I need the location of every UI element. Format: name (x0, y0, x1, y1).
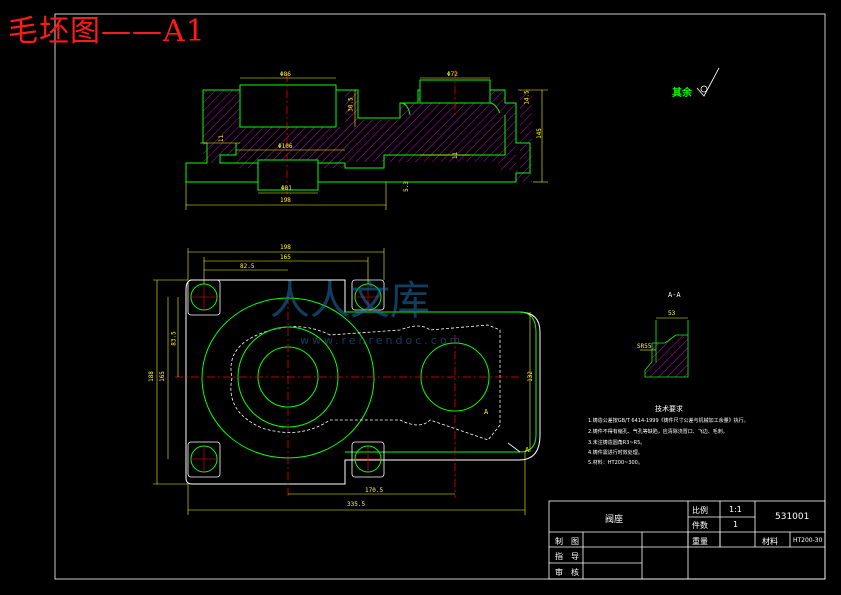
material-label: 材料 (762, 537, 778, 546)
dim-132: 132 (526, 371, 534, 382)
watermark-logo: 人人文库 (270, 278, 430, 324)
finish-note: 其余 (672, 88, 692, 99)
top-section-view (185, 70, 548, 210)
dim-198-top: 198 (280, 197, 291, 204)
frame-border (54, 13, 826, 580)
section-a-a (640, 317, 689, 378)
dim-d81: Φ81 (281, 185, 292, 192)
material-value: HT200-30 (793, 537, 823, 544)
dim-11-left: 11 (218, 134, 226, 143)
tech-req-item-5: 5.材料：HT200~300。 (588, 460, 643, 466)
tech-req-heading: 技术要求 (655, 405, 683, 413)
draw-label: 制 图 (555, 537, 579, 546)
watermark-url: www.renrendoc.com (300, 334, 464, 347)
section-dim-sr: SR55 (637, 343, 652, 350)
section-label: A-A (668, 291, 681, 299)
part-name: 阀座 (605, 515, 624, 525)
dim-d72: Φ72 (447, 71, 458, 78)
dim-165-v: 165 (158, 371, 166, 382)
dim-83-5: 83.5 (170, 331, 178, 346)
guide-label: 指 导 (555, 552, 579, 561)
dim-165-h: 165 (280, 254, 291, 261)
dim-145: 145 (535, 128, 543, 139)
section-mark-a-bottom: A (525, 446, 530, 454)
drawing-number: 531001 (775, 512, 810, 522)
dim-82-5: 82.5 (240, 263, 255, 270)
plan-view (153, 248, 541, 515)
dim-11-right: 11 (452, 151, 460, 160)
review-label: 审 核 (555, 568, 579, 577)
roughness-symbol (696, 67, 720, 97)
qty-value: 1 (733, 520, 739, 529)
dim-188: 188 (147, 371, 155, 382)
dim-d86: Φ86 (280, 71, 291, 78)
dim-198: 198 (280, 244, 291, 251)
tech-req-item-2: 2.铸件不得有缩孔、气孔等缺陷，应清除浇冒口、飞边、毛刺。 (588, 429, 728, 435)
weight-label: 重量 (692, 537, 708, 546)
scale-label: 比例 (692, 506, 708, 515)
title-block (548, 500, 826, 580)
tech-req-item-1: 1.铸造公差按GB/T 6414-1999《铸件尺寸公差与机械加工余量》执行。 (588, 418, 749, 424)
dim-5-3: 5.3 (402, 181, 410, 192)
section-dim-53: 53 (668, 310, 676, 317)
dim-170-5: 170.5 (365, 487, 384, 494)
dim-d106: Φ106 (278, 143, 293, 150)
scale-value: 1:1 (729, 505, 742, 514)
section-mark-a: A (484, 408, 489, 416)
tech-req-item-4: 4.铸件需进行时效处理。 (588, 450, 643, 456)
dim-14-5: 14.5 (523, 90, 531, 105)
qty-label: 件数 (692, 521, 708, 530)
tech-req-item-3: 3.未注铸造圆角R3~R5。 (588, 440, 646, 446)
sheet-title: 毛坯图——A1 (8, 14, 206, 49)
dim-335-5: 335.5 (347, 501, 366, 508)
dim-30-5: 30.5 (347, 97, 355, 112)
